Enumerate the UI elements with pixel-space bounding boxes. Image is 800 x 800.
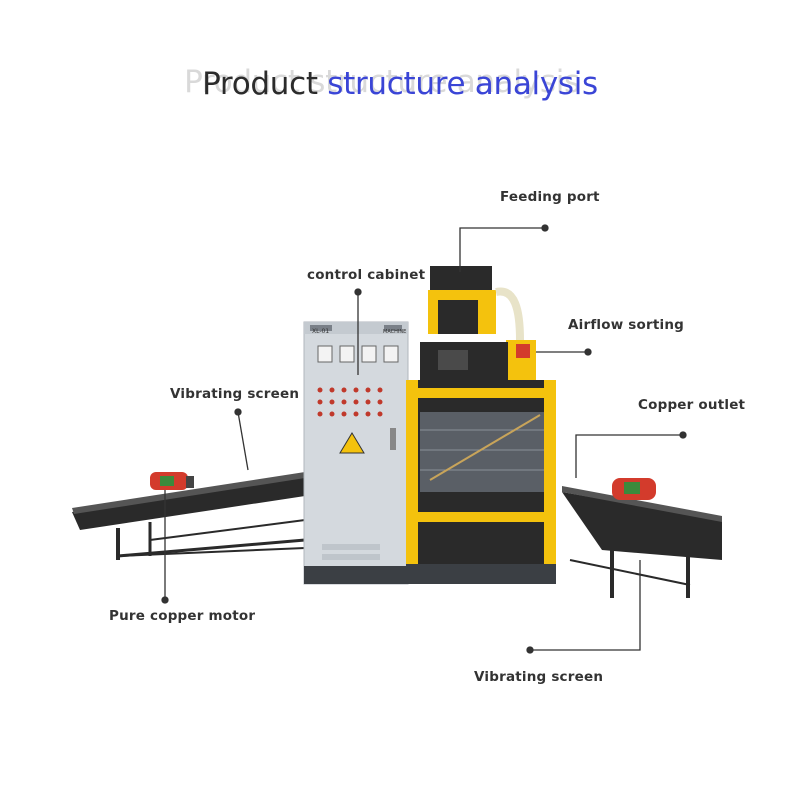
label-copper-outlet: Copper outlet [638, 397, 745, 413]
label-vibrating-screen-bottom: Vibrating screen [474, 669, 603, 685]
label-pure-copper-motor: Pure copper motor [109, 608, 255, 624]
main-separator-body [406, 266, 556, 584]
label-airflow-sorting: Airflow sorting [568, 317, 684, 333]
left-vibrating-screen [72, 472, 305, 560]
cabinet-model-plate: XL-01 [312, 328, 329, 335]
right-vibrating-screen [562, 478, 722, 598]
label-feeding-port: Feeding port [500, 189, 600, 205]
cabinet-brand-plate: MACHINE [383, 329, 406, 335]
control-cabinet-body [304, 322, 408, 584]
label-vibrating-screen-left: Vibrating screen [170, 386, 299, 402]
label-control-cabinet: control cabinet [307, 267, 425, 283]
